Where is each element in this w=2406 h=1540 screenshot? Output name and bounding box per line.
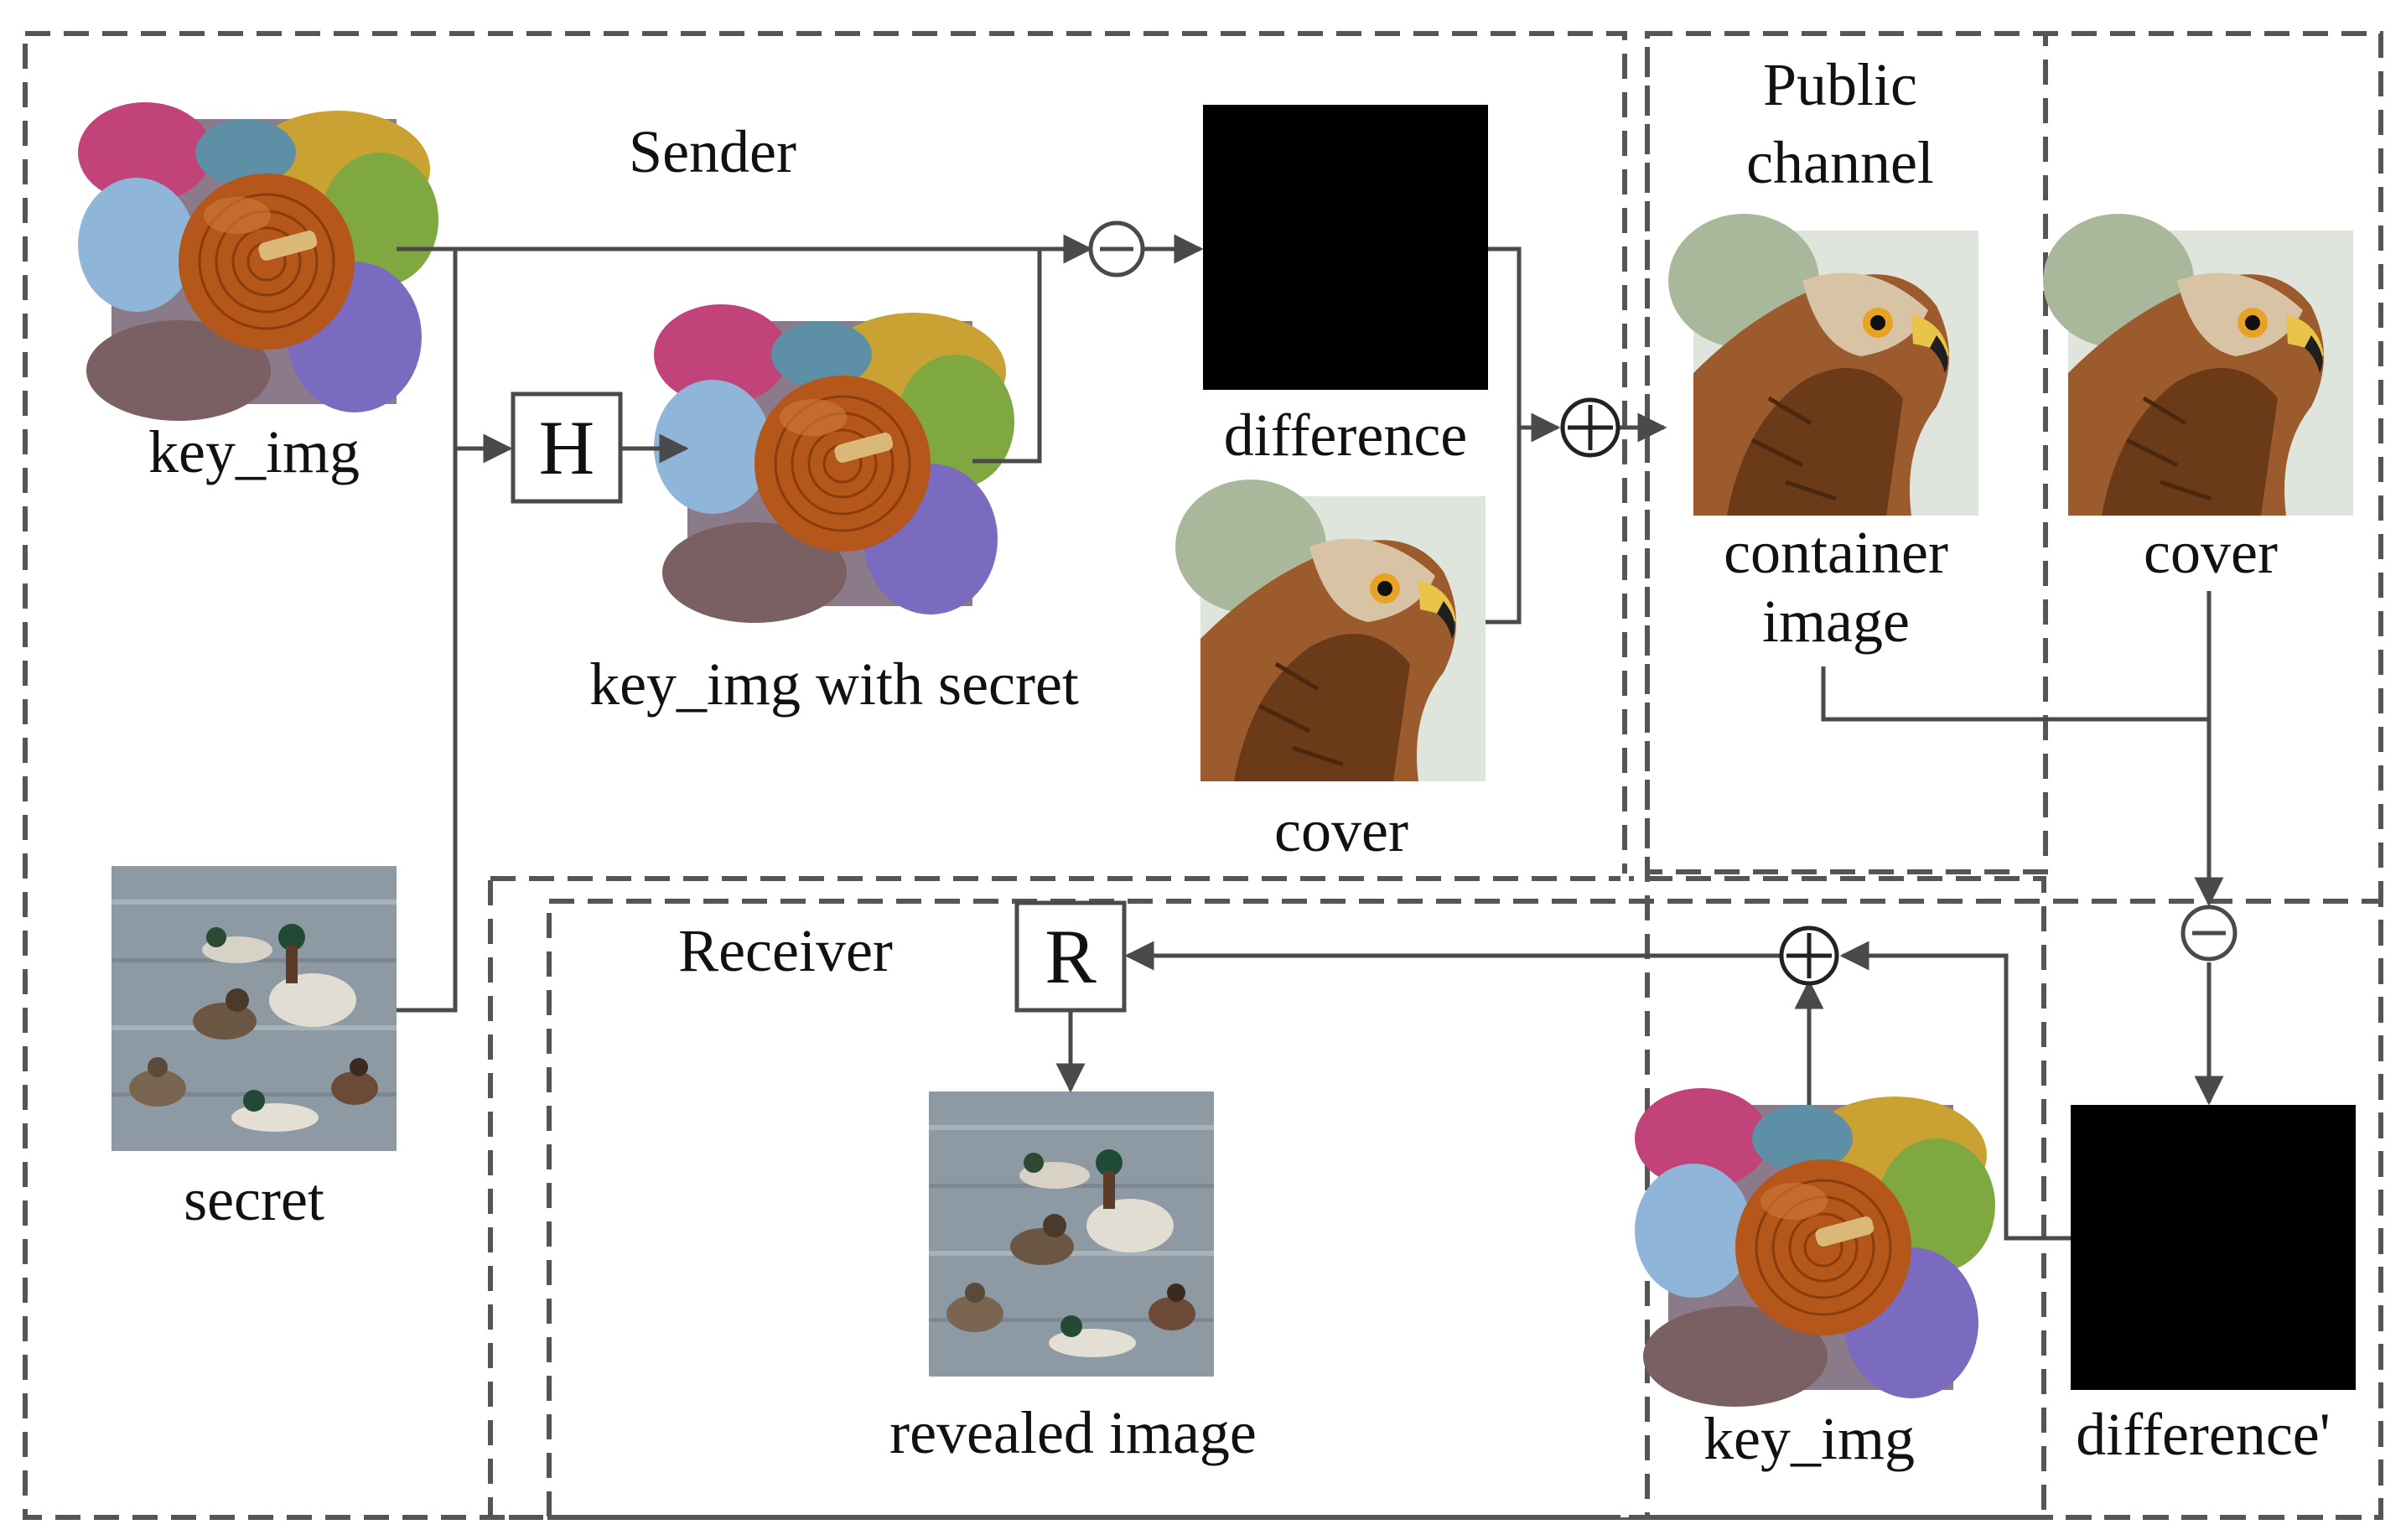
revealed-image-label: revealed image [889, 1399, 1257, 1466]
container-image-label-line1: container [1724, 519, 1948, 586]
public-channel-title-line1: Public [1763, 51, 1917, 118]
secret-to-branch-line [397, 449, 458, 1013]
receiver-title: Receiver [678, 917, 893, 984]
revealed-image [929, 1091, 1214, 1377]
subtract-operator-sender [1088, 220, 1145, 277]
receiver-frame [547, 899, 2383, 1520]
difference-prime-image [2071, 1105, 2356, 1390]
key-img-top-image [76, 101, 440, 423]
key-img-receiver-label: key_img [1703, 1405, 1915, 1472]
key-img-receiver-image [1633, 1086, 1997, 1408]
secret-image [111, 866, 397, 1151]
container-to-subtract-line [1821, 666, 2209, 722]
subtract-operator-receiver [2180, 905, 2237, 962]
key-with-secret-to-subtract-line [972, 249, 1042, 464]
branch-to-h-line [453, 249, 513, 464]
cover-public-label: cover [2144, 519, 2278, 586]
cover-sender-label: cover [1274, 797, 1408, 864]
receiver-outer-frame [488, 876, 2046, 1520]
cover-to-add-line [1486, 428, 1522, 625]
sender-title: Sender [629, 118, 796, 185]
h-label: H [539, 405, 594, 490]
section-frames [23, 31, 2383, 1520]
key-img-with-secret-label: key_img with secret [589, 651, 1079, 718]
key-img-with-secret-image [652, 303, 1016, 625]
r-box [1014, 900, 1127, 1013]
connections [397, 234, 2224, 1241]
r-label: R [1045, 914, 1097, 999]
container-image-label-line2: image [1762, 588, 1910, 655]
secret-label: secret [184, 1166, 324, 1233]
container-image [1668, 214, 1978, 516]
cover-sender-image [1175, 480, 1486, 781]
difference-label: difference [1224, 402, 1467, 469]
difference-image [1203, 105, 1488, 390]
cover-public-image [2043, 214, 2353, 516]
h-box [511, 391, 623, 504]
add-operator-receiver [1779, 926, 1839, 986]
key-img-top-label: key_img [148, 418, 360, 485]
add-operator-sender [1560, 397, 1620, 458]
difference-to-add-line [1488, 246, 1561, 443]
public-channel-title-line2: channel [1746, 129, 1934, 196]
difference-prime-to-add-line [1839, 941, 2071, 1241]
difference-prime-label: difference' [2076, 1401, 2330, 1468]
